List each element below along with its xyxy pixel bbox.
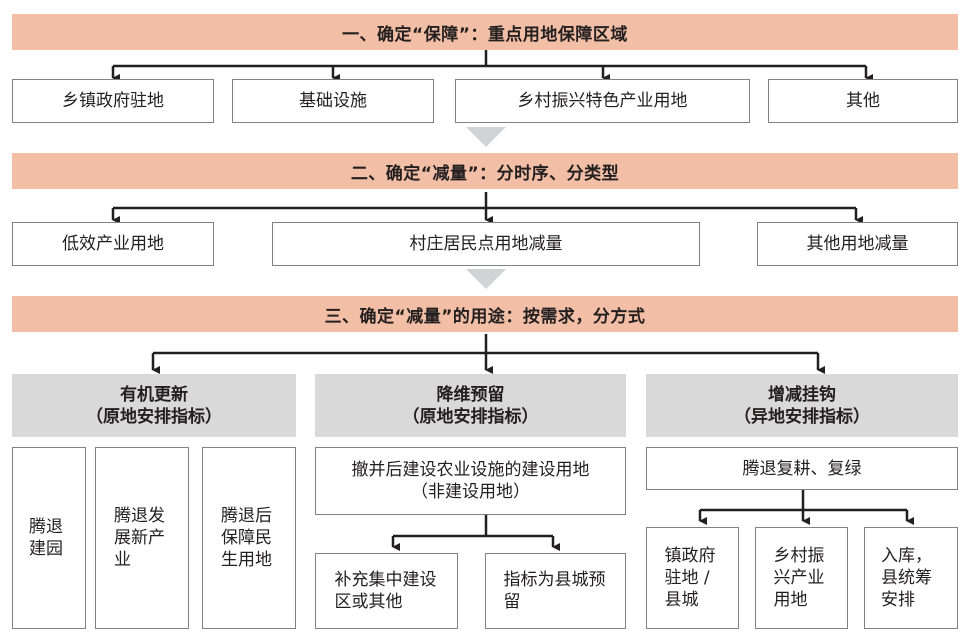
group-increase-decrease-link: 增减挂钩 （异地安排指标） [646, 374, 958, 437]
group-name: 增减挂钩 [768, 384, 836, 405]
child-label: 指标为县城预留 [503, 570, 606, 612]
child-label: 入库，县统筹安排 [881, 546, 932, 610]
group-sub: （原地安排指标） [86, 406, 222, 427]
step1-item-infrastructure: 基础设施 [232, 79, 434, 123]
group2-connectors [391, 515, 560, 551]
step1-item-other: 其他 [768, 79, 958, 123]
step1-connectors [111, 50, 873, 82]
flow-arrow-1 [466, 127, 506, 147]
step2-item-other-reduction: 其他用地减量 [757, 222, 958, 266]
step1-item-township-seat: 乡镇政府驻地 [12, 79, 214, 123]
group1-child-2: 腾退发展新产业 [95, 447, 189, 629]
group1-child-3: 腾退后保障民生用地 [202, 447, 296, 629]
child-label: 腾退建园 [29, 517, 63, 559]
detail-label: 撤并后建设农业设施的建设用地 [351, 460, 590, 480]
group3-child-2: 乡村振兴产业用地 [755, 527, 848, 629]
step2-item-low-efficiency: 低效产业用地 [12, 222, 214, 266]
step2-item-village-reduction: 村庄居民点用地减量 [272, 222, 700, 266]
group-name: 降维预留 [436, 384, 505, 405]
group1-child-1: 腾退建园 [12, 447, 86, 629]
group-downgrade-reserve: 降维预留 （原地安排指标） [315, 374, 626, 437]
group-sub: （原地安排指标） [402, 406, 539, 427]
group2-child-1: 补充集中建设区或其他 [315, 553, 458, 629]
step2-title: 二、确定“减量”：分时序、分类型 [12, 153, 958, 189]
child-label: 腾退后保障民生用地 [221, 506, 272, 570]
step1-item-rural-industry: 乡村振兴特色产业用地 [455, 79, 750, 123]
group2-detail: 撤并后建设农业设施的建设用地 （非建设用地） [315, 447, 626, 515]
step3-title: 三、确定“减量”的用途：按需求，分方式 [12, 296, 958, 332]
step3-connectors [151, 334, 825, 374]
child-label: 镇政府驻地 / 县城 [664, 546, 716, 610]
child-label: 乡村振兴产业用地 [773, 546, 825, 610]
flow-arrow-2 [466, 269, 506, 289]
step1-title: 一、确定“保障”：重点用地保障区域 [12, 14, 958, 50]
group2-child-2: 指标为县城预留 [485, 553, 626, 629]
group3-detail: 腾退复耕、复绿 [646, 447, 958, 490]
group3-child-3: 入库，县统筹安排 [864, 527, 958, 629]
group-organic-renewal: 有机更新 （原地安排指标） [12, 374, 296, 437]
step2-connectors [111, 192, 863, 224]
child-label: 补充集中建设区或其他 [334, 570, 437, 612]
group-sub: （异地安排指标） [734, 406, 870, 427]
group3-child-1: 镇政府驻地 / 县城 [646, 527, 739, 629]
child-label: 腾退发展新产业 [114, 506, 165, 570]
group3-connectors [698, 490, 914, 525]
detail-sub: （非建设用地） [411, 482, 530, 502]
group-name: 有机更新 [120, 384, 188, 405]
